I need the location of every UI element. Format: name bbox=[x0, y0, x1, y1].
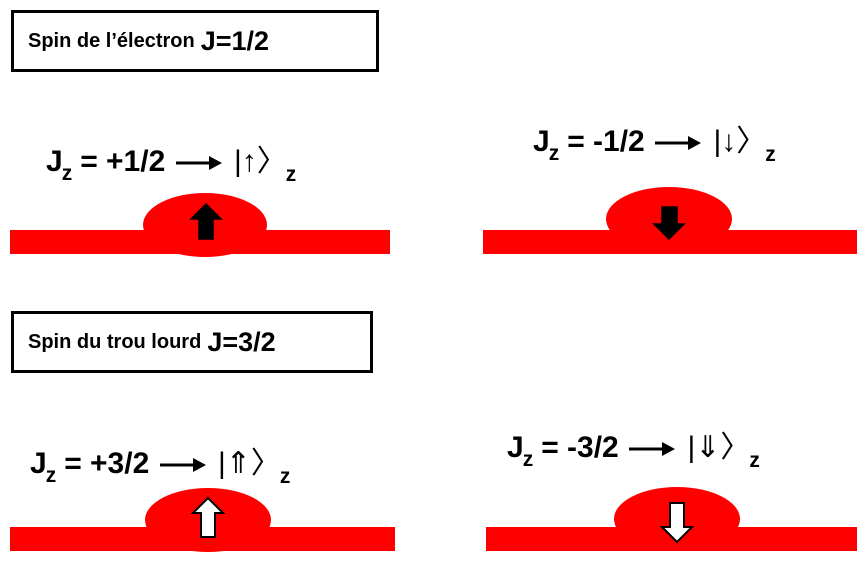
jz-subscript: z bbox=[45, 464, 57, 487]
ket-double-down-symbol: ⇓ bbox=[695, 431, 721, 464]
electron-title-box: Spin de l’électron J=1/2 bbox=[11, 10, 379, 72]
hole-up-equation: Jz = +3/2 |⇑〉z bbox=[30, 447, 291, 488]
jz-value: = +1/2 bbox=[80, 145, 166, 178]
hole-down-band bbox=[486, 487, 857, 551]
right-arrow-icon bbox=[159, 458, 206, 473]
right-arrow-icon bbox=[175, 156, 222, 171]
ket-down-symbol: ↓ bbox=[721, 125, 737, 158]
electron-down-band bbox=[483, 187, 857, 254]
electron-title-value: J=1/2 bbox=[200, 25, 270, 56]
jz-value: = -1/2 bbox=[567, 125, 645, 158]
ket-subscript: z bbox=[285, 163, 297, 186]
jz-subscript: z bbox=[548, 142, 560, 165]
ket-up-symbol: ↑ bbox=[241, 145, 257, 178]
heavy-hole-title-value: J=3/2 bbox=[207, 326, 276, 357]
filled-down-arrow-icon bbox=[652, 206, 686, 241]
ket-subscript: z bbox=[279, 465, 291, 488]
jz-subscript: z bbox=[522, 448, 534, 471]
hole-up-band bbox=[10, 488, 395, 552]
ket-double-up: |⇑〉z bbox=[217, 447, 291, 488]
heavy-hole-title-prefix: Spin du trou lourd bbox=[28, 330, 202, 353]
electron-title-prefix: Spin de l’électron bbox=[28, 29, 195, 52]
ket-double-up-symbol: ⇑ bbox=[225, 447, 251, 480]
jz-subscript: z bbox=[61, 162, 73, 185]
filled-up-arrow-icon bbox=[189, 202, 223, 240]
electron-down-equation: Jz = -1/2 |↓〉z bbox=[533, 125, 776, 166]
hole-down-equation: Jz = -3/2 |⇓〉z bbox=[507, 431, 760, 472]
ket-down: |↓〉z bbox=[713, 125, 776, 166]
electron-up-equation: Jz = +1/2 |↑〉z bbox=[46, 145, 297, 186]
ket-subscript: z bbox=[765, 143, 776, 166]
ket-double-down: |⇓〉z bbox=[687, 431, 760, 472]
right-arrow-icon bbox=[629, 442, 676, 457]
jz-value: = -3/2 bbox=[541, 431, 619, 464]
right-arrow-icon bbox=[655, 136, 702, 151]
ket-subscript: z bbox=[749, 449, 760, 472]
jz-symbol: J bbox=[507, 431, 524, 464]
ket-up: |↑〉z bbox=[233, 145, 297, 186]
heavy-hole-title-box: Spin du trou lourd J=3/2 bbox=[11, 311, 373, 373]
electron-up-band bbox=[10, 193, 390, 257]
hollow-up-arrow-icon bbox=[190, 496, 226, 538]
jz-symbol: J bbox=[533, 125, 550, 158]
jz-value: = +3/2 bbox=[64, 447, 150, 480]
jz-symbol: J bbox=[46, 145, 63, 178]
hollow-down-arrow-icon bbox=[659, 502, 695, 544]
jz-symbol: J bbox=[30, 447, 47, 480]
